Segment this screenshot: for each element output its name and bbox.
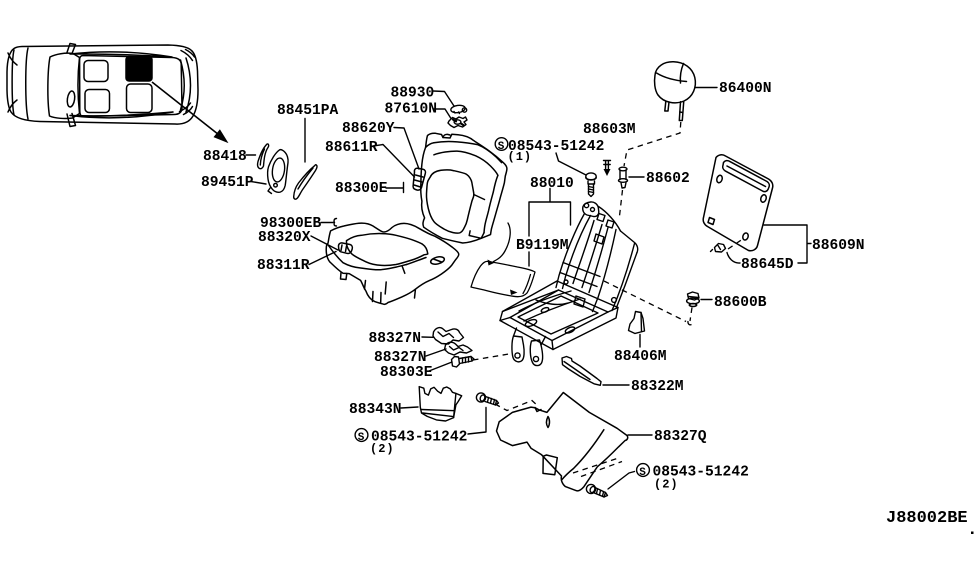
svg-text:B9119M: B9119M [516, 238, 569, 254]
svg-text:88645D: 88645D [741, 257, 794, 273]
svg-text:88620Y: 88620Y [342, 121, 395, 137]
svg-text:88611R: 88611R [325, 140, 378, 156]
svg-text:08543-51242: 08543-51242 [653, 465, 749, 481]
svg-text:87610N: 87610N [385, 102, 438, 118]
svg-text:S: S [498, 141, 505, 153]
svg-text:88406M: 88406M [614, 349, 667, 365]
svg-text:(2): (2) [370, 442, 395, 456]
svg-text:S: S [639, 467, 646, 479]
svg-text:88327N: 88327N [374, 350, 427, 366]
svg-text:88010: 88010 [530, 176, 574, 192]
svg-text:88600B: 88600B [714, 295, 767, 311]
svg-text:08543-51242: 08543-51242 [371, 430, 467, 446]
svg-text:J88002BE: J88002BE [886, 509, 968, 528]
svg-text:88303E: 88303E [380, 365, 433, 381]
svg-text:88930: 88930 [391, 86, 435, 102]
svg-text:88320X: 88320X [258, 230, 311, 246]
svg-text:88327Q: 88327Q [654, 429, 707, 445]
svg-text:88609N: 88609N [812, 238, 865, 254]
svg-text:88300E: 88300E [335, 181, 388, 197]
svg-text:88602: 88602 [646, 171, 690, 187]
svg-text:(1): (1) [508, 150, 533, 164]
svg-text:88311R: 88311R [257, 258, 310, 274]
svg-text:08543-51242: 08543-51242 [508, 139, 604, 155]
svg-text:86400N: 86400N [719, 81, 772, 97]
svg-text:88603M: 88603M [583, 122, 636, 138]
svg-text:S: S [358, 432, 365, 444]
svg-text:(2): (2) [654, 478, 679, 492]
svg-text:89451P: 89451P [201, 175, 254, 191]
svg-text:88343N: 88343N [349, 402, 402, 418]
svg-text:88327N: 88327N [369, 331, 422, 347]
svg-text:98300EB: 98300EB [260, 216, 322, 232]
svg-text:88418: 88418 [203, 149, 247, 165]
svg-text:88322M: 88322M [631, 379, 684, 395]
svg-text:88451PA: 88451PA [277, 103, 339, 119]
